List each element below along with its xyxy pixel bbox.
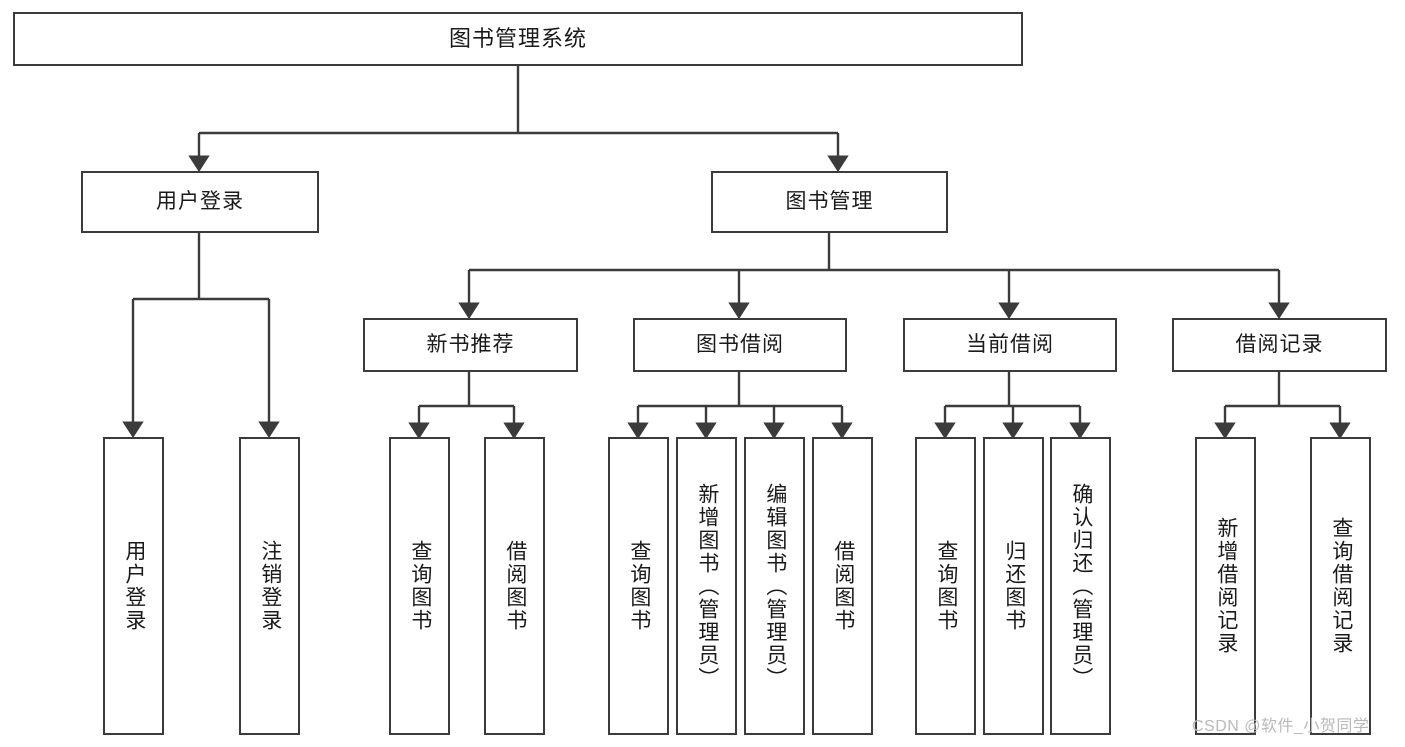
leaf-user-login[interactable]: 用户登录 xyxy=(103,437,164,735)
leaf-add-book-admin[interactable]: 新增图书（管理员） xyxy=(676,437,737,735)
node-root-system[interactable]: 图书管理系统 xyxy=(13,12,1023,66)
node-book-borrow[interactable]: 图书借阅 xyxy=(633,318,847,372)
leaf-label: 查询图书 xyxy=(408,540,432,632)
leaf-label: 借阅图书 xyxy=(831,540,855,632)
leaf-label: 用户登录 xyxy=(122,540,146,632)
leaf-label: 新增图书（管理员） xyxy=(695,482,719,690)
leaf-borrow-book[interactable]: 借阅图书 xyxy=(812,437,873,735)
leaf-label: 归还图书 xyxy=(1002,540,1026,632)
leaf-label: 查询图书 xyxy=(627,540,651,632)
leaf-edit-book-admin[interactable]: 编辑图书（管理员） xyxy=(744,437,805,735)
leaf-borrow-book-recommend[interactable]: 借阅图书 xyxy=(484,437,545,735)
leaf-label: 注销登录 xyxy=(258,540,282,632)
node-user-login[interactable]: 用户登录 xyxy=(81,171,319,233)
leaf-query-book-recommend[interactable]: 查询图书 xyxy=(389,437,450,735)
watermark-text: CSDN @软件_小贺同学 xyxy=(1192,718,1370,735)
node-new-book-recommend[interactable]: 新书推荐 xyxy=(363,318,578,372)
leaf-query-book-current[interactable]: 查询图书 xyxy=(915,437,976,735)
leaf-confirm-return-admin[interactable]: 确认归还（管理员） xyxy=(1050,437,1111,735)
node-book-management[interactable]: 图书管理 xyxy=(711,171,948,233)
leaf-label: 查询借阅记录 xyxy=(1329,517,1353,655)
leaf-label: 借阅图书 xyxy=(503,540,527,632)
leaf-query-book[interactable]: 查询图书 xyxy=(608,437,669,735)
leaf-add-borrow-record[interactable]: 新增借阅记录 xyxy=(1195,437,1256,735)
leaf-label: 查询图书 xyxy=(934,540,958,632)
leaf-label: 新增借阅记录 xyxy=(1214,517,1238,655)
leaf-label: 确认归还（管理员） xyxy=(1069,482,1093,690)
leaf-label: 编辑图书（管理员） xyxy=(763,482,787,690)
node-borrow-record[interactable]: 借阅记录 xyxy=(1172,318,1387,372)
node-current-borrow[interactable]: 当前借阅 xyxy=(903,318,1117,372)
leaf-user-logout[interactable]: 注销登录 xyxy=(239,437,300,735)
leaf-return-book[interactable]: 归还图书 xyxy=(983,437,1044,735)
leaf-query-borrow-record[interactable]: 查询借阅记录 xyxy=(1310,437,1371,735)
